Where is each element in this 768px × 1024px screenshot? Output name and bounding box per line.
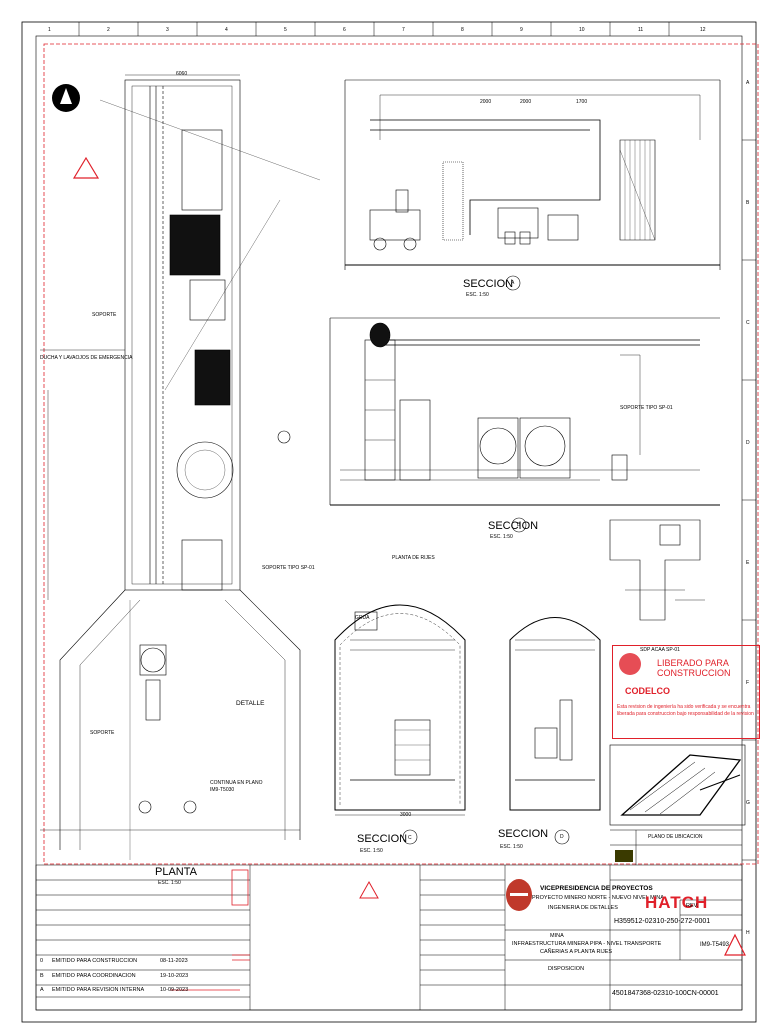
description-line-3: DISPOSICION [548,966,585,972]
seccion-c-view [334,604,466,845]
sdp-label: SDP ACAA SP-01 [640,647,680,653]
revision-row-date: 08-11-2023 [160,958,188,964]
seccion-d-title: SECCION [498,828,549,840]
title-revision-triangle-icon [359,880,379,899]
dim-label: 2000 [480,99,492,105]
stamp-note: Esta revision de ingeniería ha sido veri… [617,704,754,717]
grid-letter: A [746,80,750,86]
grid-letter: B [746,200,750,206]
seccion-d-view [509,617,601,845]
grid-number: 3 [166,27,169,33]
red-limit-border [43,43,759,865]
revision-label: REV. [686,903,699,909]
stamp-title: LIBERADO PARA CONSTRUCCION [657,658,731,678]
description-line-1: INFRAESTRUCTURA MINERA PIPA - NIVEL TRAN… [512,941,662,947]
seccion-b-scale: ESC. 1:50 [490,534,513,540]
detalle-soporte-view [609,519,705,621]
title-block [35,829,743,1011]
continua-ref: IM9-T5030 [210,787,235,793]
ubicacion-title: PLANO DE UBICACION [648,834,703,840]
soporte-tipo-label: SOPORTE TIPO SP-01 [620,405,673,411]
grid-letter: D [746,440,750,446]
grid-number: 4 [225,27,228,33]
dim-label: 6060 [176,71,188,77]
revision-row-rev: A [40,987,44,993]
ducha-label: DUCHA Y LAVAOJOS DE EMERGENCIA [40,355,133,361]
planta-title: PLANTA [155,866,197,878]
soporte-tipo-label: SOPORTE TIPO SP-01 [262,565,315,571]
seccion-b-view [329,317,720,533]
area-name: MINA [550,933,564,939]
grid-number: 8 [461,27,464,33]
hatch-drawing-number: H359512-02310-250-272-0001 [614,918,711,925]
revision-row-desc: EMITIDO PARA COORDINACION [52,973,136,979]
grid-number: 6 [343,27,346,33]
grid-number: 7 [402,27,405,33]
revision-row-date: 19-10-2023 [160,973,189,979]
seccion-a-view [344,79,721,291]
dim-label: 1700 [576,99,588,105]
soporte-label: SOPORTE [92,312,117,318]
grid-number: 9 [520,27,523,33]
seccion-a-title: SECCION [463,278,514,290]
revision-row-desc: EMITIDO PARA CONSTRUCCION [52,958,138,964]
sheet-reference: IM9-T5493 [700,942,730,948]
seccion-b-tag: B [517,522,521,528]
grid-number: 12 [700,27,706,33]
planta-rijes-label: PLANTA DE RIJES [392,555,435,561]
grua-label: GRUA [355,615,370,621]
grid-letter: G [746,800,750,806]
planta-scale: ESC. 1:50 [158,880,181,886]
seccion-a-tag: A [511,280,515,286]
det-title: DETALLE [236,700,265,707]
seccion-c-scale: ESC. 1:50 [360,848,383,854]
continua-label: CONTINUA EN PLANO [210,780,263,786]
soporte-label: SOPORTE [90,730,115,736]
grid-number: 1 [48,27,51,33]
project-name: PROYECTO MINERO NORTE - NUEVO NIVEL MINA [532,895,664,901]
seccion-c-title: SECCION [357,833,408,845]
codelco-logo-icon [506,879,532,911]
grid-letter: F [746,680,750,686]
seccion-b-title: SECCION [488,520,539,532]
consultant-logo: HATCH [645,893,709,912]
grid-letter: C [746,320,750,326]
grid-number: 5 [284,27,287,33]
dim-label: 3000 [400,812,412,818]
sheet-revision-triangle-icon [724,933,746,956]
grid-letter: E [746,560,750,566]
revision-row-desc: EMITIDO PARA REVISION INTERNA [52,987,145,993]
dim-label: 2000 [520,99,532,105]
red-markups [170,869,250,991]
construction-stamp: LIBERADO PARA CONSTRUCCION CODELCO Esta … [612,645,760,739]
seccion-c-tag: C [408,835,412,841]
seccion-a-scale: ESC. 1:50 [466,292,489,298]
engineering-phase: INGENIERIA DE DETALLES [548,905,618,911]
grid-number: 10 [579,27,585,33]
revision-row-date: 10-09-2023 [160,987,189,993]
revision-row-rev: 0 [40,958,44,964]
codelco-stamp-logo-icon [619,653,641,675]
location-plan-view [609,744,746,826]
stamp-company: CODELCO [625,686,670,696]
revision-triangle-icon [72,156,100,179]
client-name: VICEPRESIDENCIA DE PROYECTOS [540,885,653,892]
planta-view [40,74,321,860]
seccion-d-tag: D [560,834,564,840]
client-drawing-number: 4501847368-02310-100CN-00001 [612,990,719,997]
north-arrow-icon [52,84,80,112]
seccion-d-scale: ESC. 1:50 [500,844,523,850]
description-line-2: CAÑERIAS A PLANTA RIJES [540,949,613,955]
revision-row-rev: B [40,973,44,979]
grid-letter: H [746,930,750,936]
grid-number: 2 [107,27,110,33]
grid-number: 11 [638,27,644,33]
location-logo-icon [615,850,633,862]
